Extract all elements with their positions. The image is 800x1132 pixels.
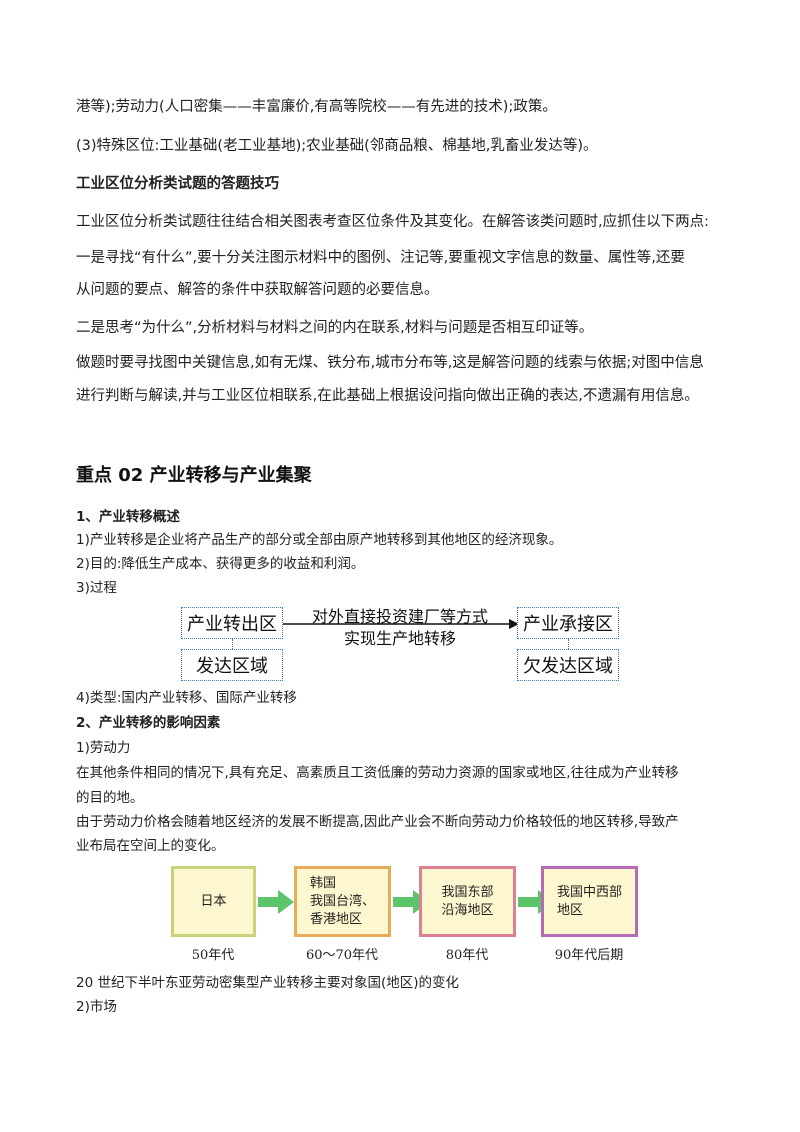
subheading-transfer-overview: 1、产业转移概述 bbox=[76, 509, 180, 525]
paragraph-skills-intro: 工业区位分析类试题往往结合相关图表考查区位条件及其变化。在解答该类问题时,应抓住… bbox=[76, 214, 709, 230]
overview-types: 4)类型:国内产业转移、国际产业转移 bbox=[76, 690, 297, 706]
section-title: 重点 02 产业转移与产业集聚 bbox=[76, 465, 312, 486]
factor-labor-label: 1)劳动力 bbox=[76, 740, 131, 756]
stage-4-line2: 地区 bbox=[556, 902, 583, 918]
factor-labor-change-line1: 由于劳动力价格会随着地区经济的发展不断提高,因此产业会不断向劳动力价格较低的地区… bbox=[76, 814, 679, 830]
period-2: 60～70年代 bbox=[305, 948, 379, 963]
stage-4-line1: 我国中西部 bbox=[556, 884, 622, 900]
stage-3-line2: 沿海地区 bbox=[441, 902, 494, 918]
factor-labor-change-line2: 业布局在空间上的变化。 bbox=[76, 838, 225, 854]
paragraph-method-line1: 做题时要寻找图中关键信息,如有无煤、铁分布,城市分布等,这是解答问题的线索与依据… bbox=[76, 355, 704, 371]
transfer-arrow bbox=[283, 619, 519, 629]
overview-process-label: 3)过程 bbox=[76, 580, 117, 596]
period-1: 50年代 bbox=[191, 948, 235, 963]
stage-east-box: 我国东部 沿海地区 bbox=[419, 866, 516, 937]
out-region-box: 产业转出区 bbox=[181, 607, 283, 639]
stage-west-box: 我国中西部 地区 bbox=[541, 866, 638, 937]
heading-answer-skills: 工业区位分析类试题的答题技巧 bbox=[76, 176, 279, 192]
paragraph-point-one-line2: 从问题的要点、解答的条件中获取解答问题的必要信息。 bbox=[76, 282, 439, 298]
in-region-box: 产业承接区 bbox=[517, 607, 619, 639]
factor-market-label: 2)市场 bbox=[76, 999, 117, 1015]
period-3: 80年代 bbox=[445, 948, 489, 963]
out-type-box: 发达区域 bbox=[181, 649, 283, 681]
stage-2-line2: 我国台湾、 bbox=[309, 893, 375, 909]
factor-labor-text-line1: 在其他条件相同的情况下,具有充足、高素质且工资低廉的劳动力资源的国家或地区,往往… bbox=[76, 765, 679, 781]
overview-purpose: 2)目的:降低生产成本、获得更多的收益和利润。 bbox=[76, 556, 365, 572]
arrow-label-bottom: 实现生产地转移 bbox=[343, 629, 456, 648]
factor-labor-text-line2: 的目的地。 bbox=[76, 790, 144, 806]
arrow-label-top: 对外直接投资建厂等方式 bbox=[311, 607, 488, 626]
subheading-influencing-factors: 2、产业转移的影响因素 bbox=[76, 715, 221, 731]
paragraph-special-location: (3)特殊区位:工业基础(老工业基地);农业基础(邻商品粮、棉基地,乳畜业发达等… bbox=[76, 138, 598, 154]
flow-caption: 20 世纪下半叶东亚劳动密集型产业转移主要对象国(地区)的变化 bbox=[76, 975, 460, 991]
in-connector bbox=[568, 639, 569, 649]
stage-2-line3: 香港地区 bbox=[309, 911, 362, 927]
stage-korea-box: 韩国 我国台湾、 香港地区 bbox=[294, 866, 391, 937]
paragraph-method-line2: 进行判断与解读,并与工业区位相联系,在此基础上根据设问指向做出正确的表达,不遗漏… bbox=[76, 388, 699, 404]
paragraph-point-one-line1: 一是寻找“有什么”,要十分关注图示材料中的图例、注记等,要重视文字信息的数量、属… bbox=[76, 250, 685, 266]
overview-definition: 1)产业转移是企业将产品生产的部分或全部由原产地转移到其他地区的经济现象。 bbox=[76, 532, 563, 548]
flow-arrow-1 bbox=[258, 890, 294, 914]
out-connector bbox=[232, 639, 233, 649]
stage-3-line1: 我国东部 bbox=[441, 884, 494, 900]
stage-1-text: 日本 bbox=[200, 893, 227, 909]
stage-japan-box: 日本 bbox=[171, 866, 256, 937]
in-type-box: 欠发达区域 bbox=[517, 649, 619, 681]
paragraph-point-two: 二是思考“为什么”,分析材料与材料之间的内在联系,材料与问题是否相互印证等。 bbox=[76, 320, 594, 336]
period-4: 90年代后期 bbox=[554, 948, 624, 963]
paragraph-labor-policy: 港等);劳动力(人口密集——丰富廉价,有高等院校——有先进的技术);政策。 bbox=[76, 99, 557, 115]
stage-2-line1: 韩国 bbox=[309, 875, 336, 891]
